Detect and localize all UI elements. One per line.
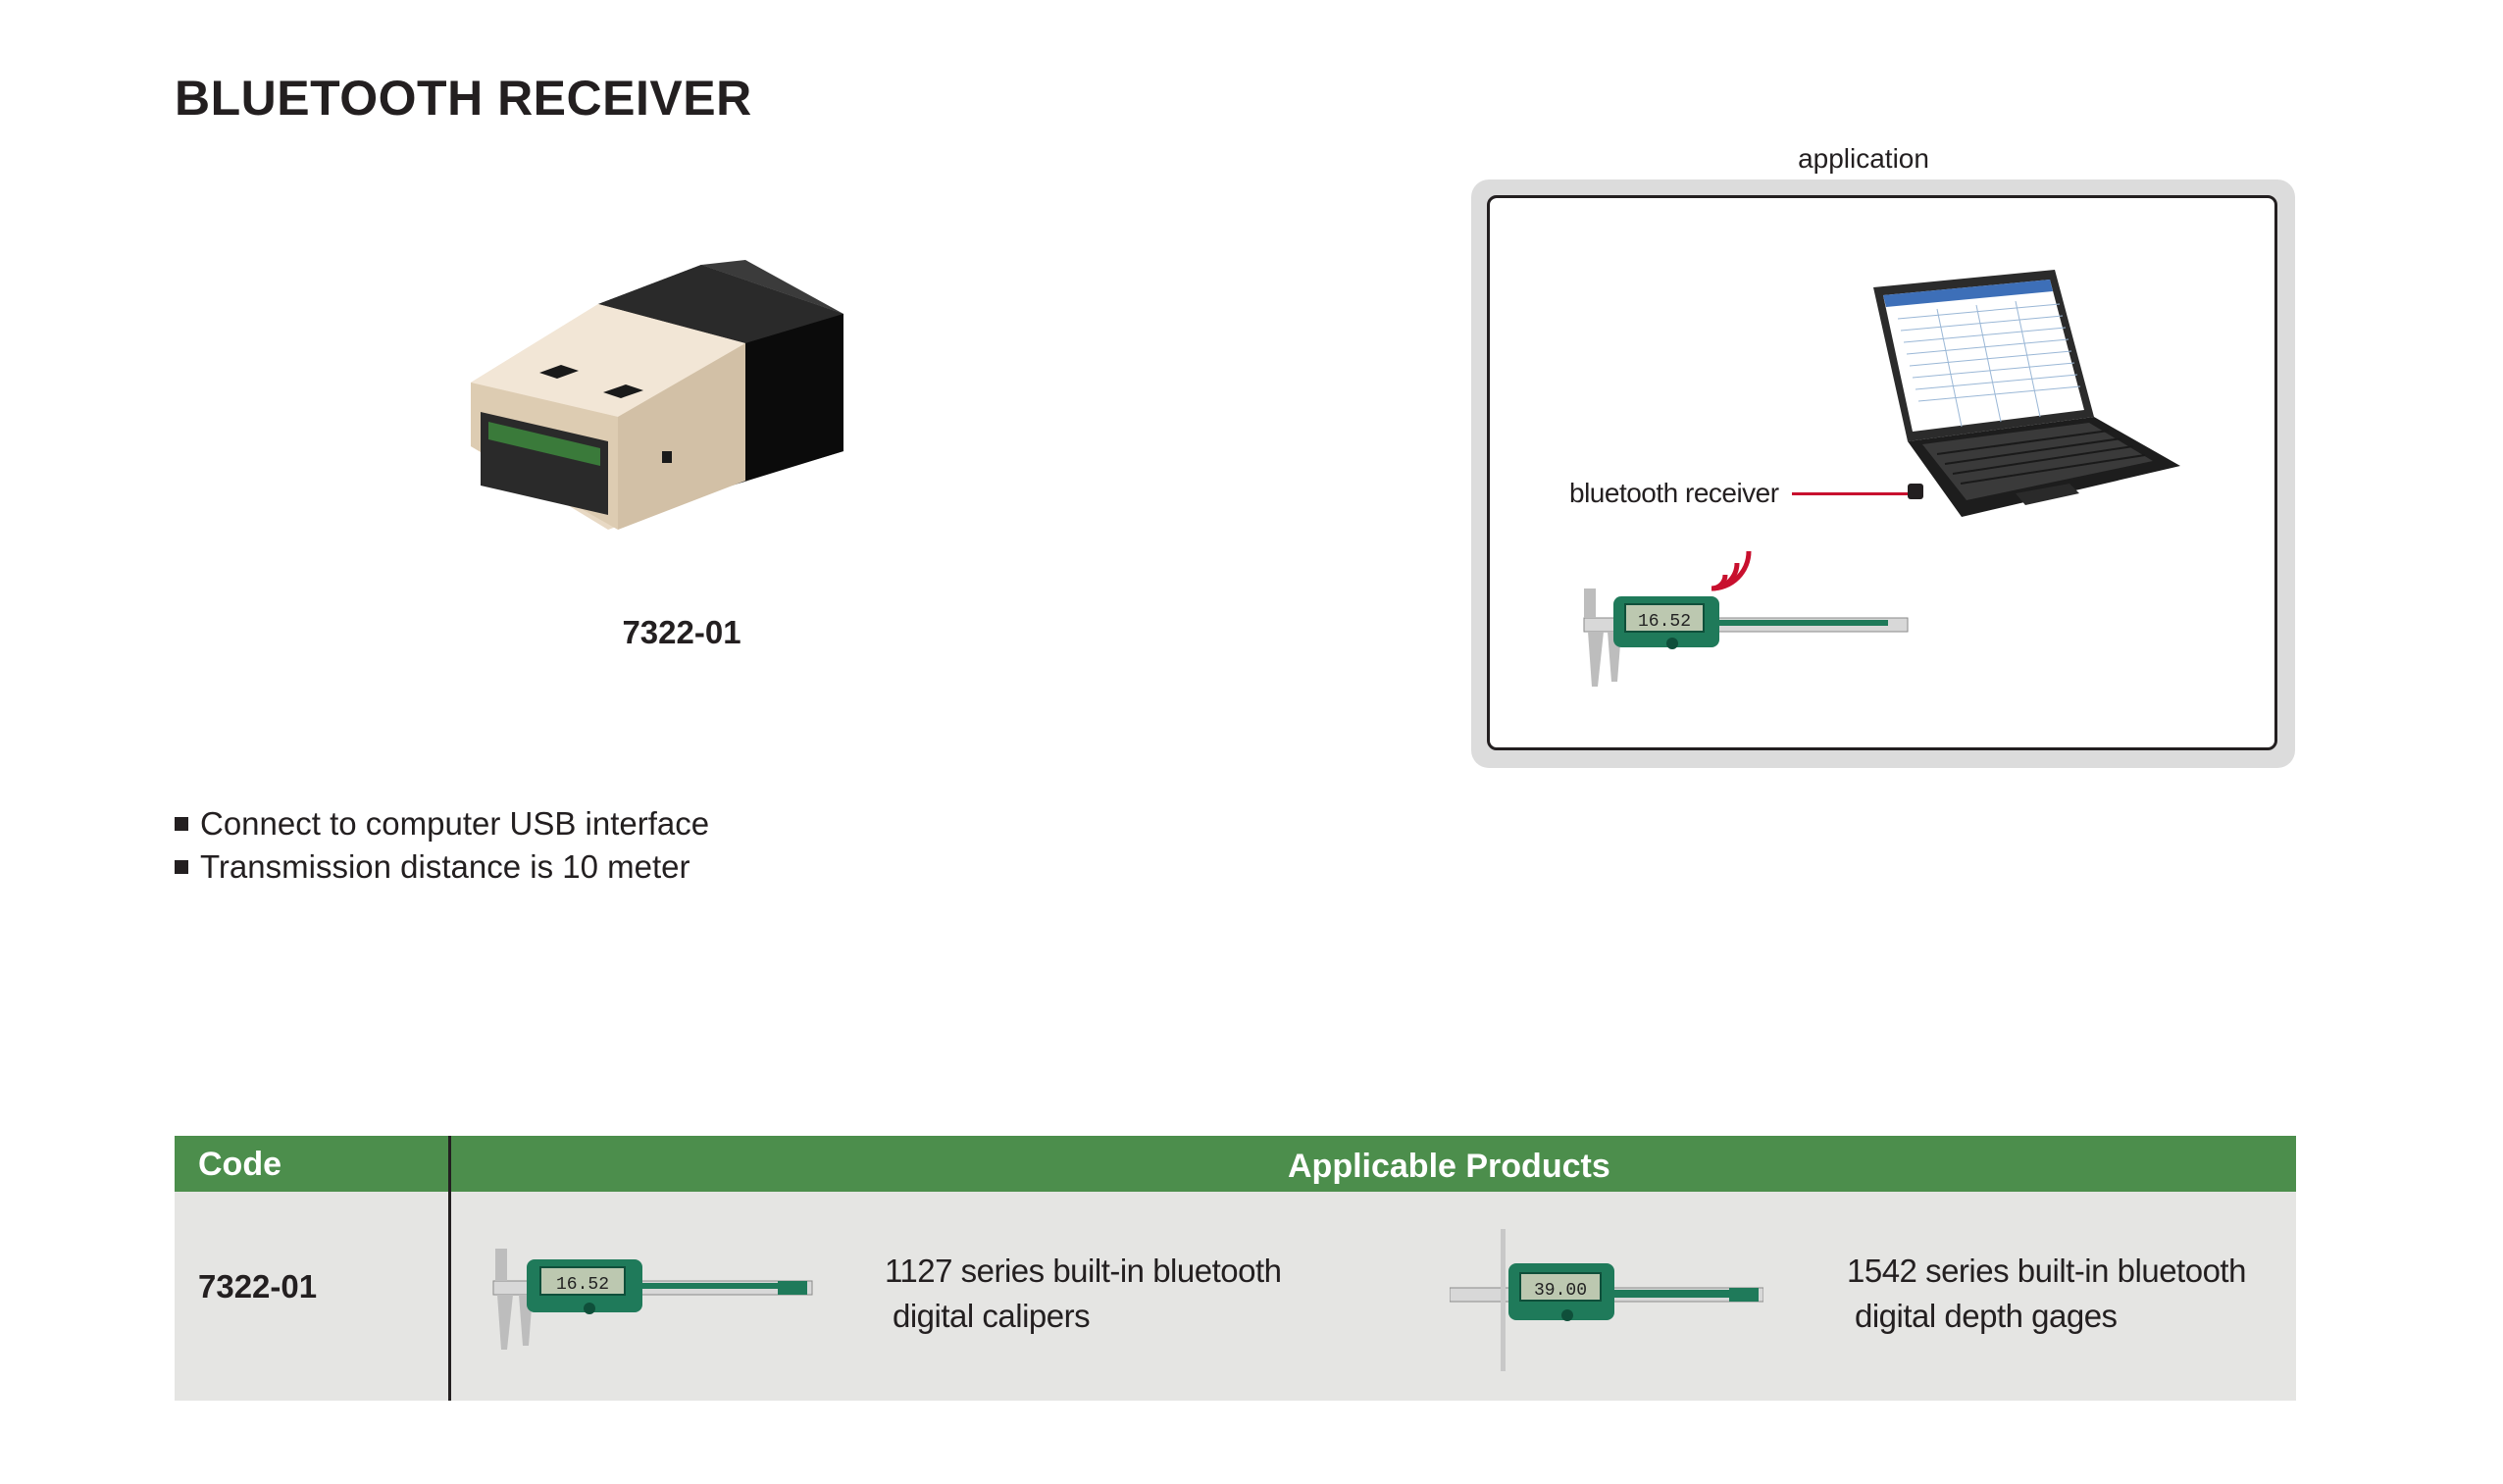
product-description-calipers: 1127 series built-in bluetooth digital c… [885, 1249, 1282, 1339]
feature-list: Connect to computer USB interface Transm… [175, 802, 709, 889]
depth-gage-display-reading: 39.00 [1534, 1281, 1587, 1301]
product-code: 7322-01 [622, 614, 741, 650]
usb-receiver-image [471, 260, 843, 530]
row-code: 7322-01 [198, 1268, 318, 1305]
receiver-label: bluetooth receiver [1569, 478, 1779, 508]
laptop-icon [1873, 270, 2180, 517]
feature-item: Connect to computer USB interface [175, 802, 709, 845]
application-caption: application [1798, 143, 1929, 174]
page-title: BLUETOOTH RECEIVER [175, 71, 752, 126]
header-applicable-products: Applicable Products [1288, 1148, 1610, 1185]
product-line-2: digital depth gages [1855, 1298, 2118, 1334]
digital-depth-gage-icon: 39.00 [1450, 1229, 1763, 1371]
column-divider [448, 1136, 451, 1401]
table-header-row [175, 1136, 2296, 1192]
header-code: Code [198, 1146, 281, 1183]
applicable-products-table: Code Applicable Products 7322-01 16.52 1… [175, 1136, 2296, 1401]
product-description-depth-gages: 1542 series built-in bluetooth digital d… [1847, 1249, 2246, 1339]
digital-caliper-icon: 16.52 [492, 1249, 813, 1350]
product-line-1: 1127 series built-in bluetooth [885, 1253, 1282, 1289]
product-line-2: digital calipers [893, 1298, 1091, 1334]
receiver-pointer-line [1792, 492, 1908, 495]
wireless-signal-icon [1711, 550, 1752, 591]
caliper-display-reading: 16.52 [556, 1275, 609, 1295]
caliper-display-reading: 16.52 [1638, 612, 1691, 632]
product-line-1: 1542 series built-in bluetooth [1847, 1253, 2246, 1289]
receiver-dongle-icon [1908, 484, 1923, 499]
feature-item: Transmission distance is 10 meter [175, 845, 709, 889]
caliper-icon: 16.52 [1583, 588, 1909, 687]
